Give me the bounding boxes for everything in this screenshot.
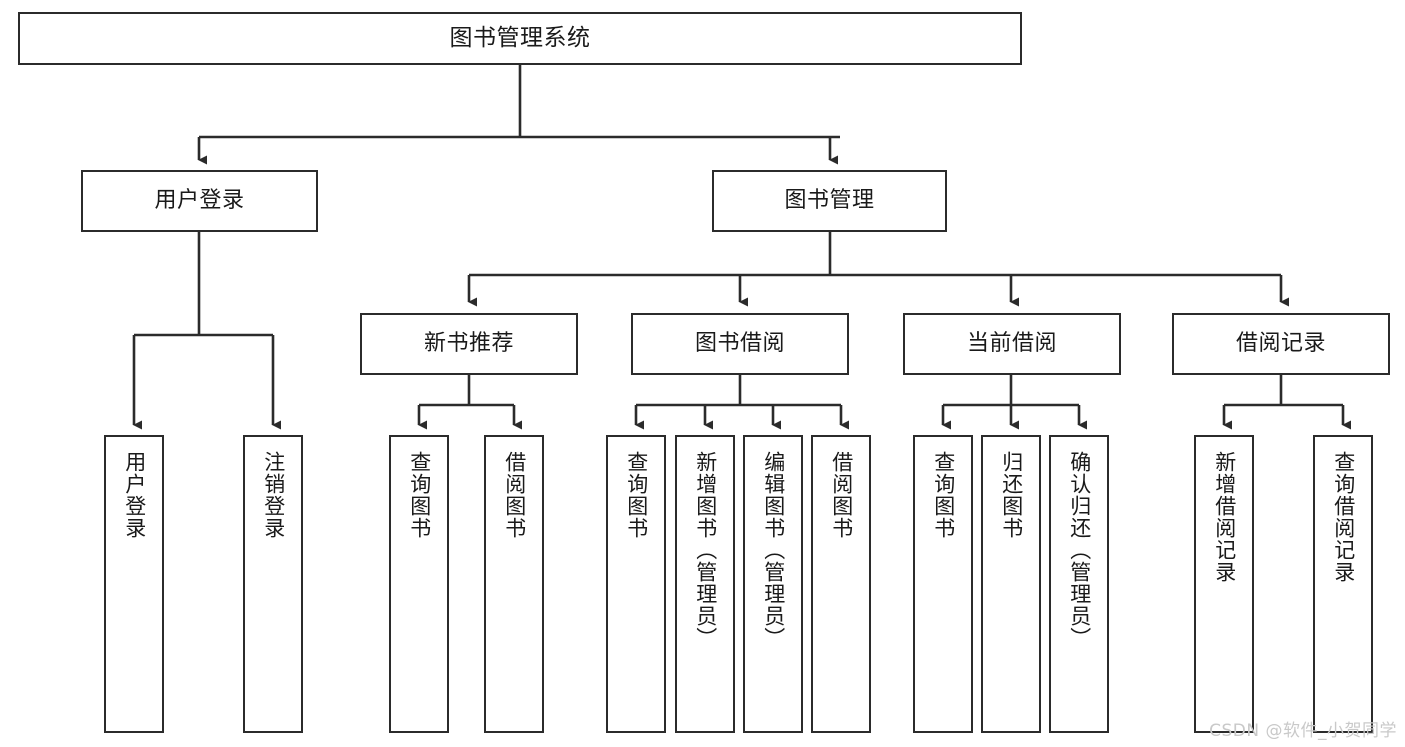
node-label: 查询借阅记录 — [1331, 451, 1356, 583]
leaf-book-borrow-add[interactable]: 新增图书（管理员） — [675, 435, 735, 733]
node-root-book-management-system[interactable]: 图书管理系统 — [18, 12, 1022, 65]
node-label: 图书管理 — [784, 188, 875, 214]
node-current-borrow[interactable]: 当前借阅 — [903, 313, 1121, 375]
node-label: 借阅图书 — [502, 451, 527, 539]
node-new-book-recommend[interactable]: 新书推荐 — [360, 313, 578, 375]
leaf-book-borrow-edit[interactable]: 编辑图书（管理员） — [743, 435, 803, 733]
node-label: 图书管理系统 — [449, 24, 591, 51]
node-label: 借阅图书 — [829, 451, 854, 539]
node-label: 查询图书 — [407, 451, 432, 539]
leaf-user-login-login[interactable]: 用户登录 — [104, 435, 164, 733]
node-label: 用户登录 — [122, 451, 147, 539]
csdn-watermark: CSDN @软件_小贺同学 — [1209, 721, 1397, 741]
leaf-new-book-borrow[interactable]: 借阅图书 — [484, 435, 544, 733]
leaf-user-login-logout[interactable]: 注销登录 — [243, 435, 303, 733]
node-label: 图书借阅 — [694, 331, 785, 357]
leaf-borrow-record-add[interactable]: 新增借阅记录 — [1194, 435, 1254, 733]
leaf-current-borrow-return[interactable]: 归还图书 — [981, 435, 1041, 733]
leaf-current-borrow-query[interactable]: 查询图书 — [913, 435, 973, 733]
node-label: 编辑图书（管理员） — [761, 451, 786, 649]
node-label: 查询图书 — [931, 451, 956, 539]
node-label: 新增借阅记录 — [1212, 451, 1237, 583]
node-user-login[interactable]: 用户登录 — [81, 170, 318, 232]
node-book-borrow[interactable]: 图书借阅 — [631, 313, 849, 375]
leaf-new-book-query[interactable]: 查询图书 — [389, 435, 449, 733]
node-label: 查询图书 — [624, 451, 649, 539]
leaf-book-borrow-query[interactable]: 查询图书 — [606, 435, 666, 733]
node-label: 确认归还（管理员） — [1067, 451, 1092, 649]
node-label: 新增图书（管理员） — [693, 451, 718, 649]
leaf-current-borrow-confirm-return[interactable]: 确认归还（管理员） — [1049, 435, 1109, 733]
node-label: 借阅记录 — [1235, 331, 1326, 357]
node-label: 归还图书 — [999, 451, 1024, 539]
leaf-book-borrow-borrow[interactable]: 借阅图书 — [811, 435, 871, 733]
node-label: 当前借阅 — [966, 331, 1057, 357]
node-borrow-record[interactable]: 借阅记录 — [1172, 313, 1390, 375]
leaf-borrow-record-query[interactable]: 查询借阅记录 — [1313, 435, 1373, 733]
node-book-management[interactable]: 图书管理 — [712, 170, 947, 232]
node-label: 新书推荐 — [423, 331, 514, 357]
node-label: 用户登录 — [154, 188, 245, 214]
node-label: 注销登录 — [261, 451, 286, 539]
